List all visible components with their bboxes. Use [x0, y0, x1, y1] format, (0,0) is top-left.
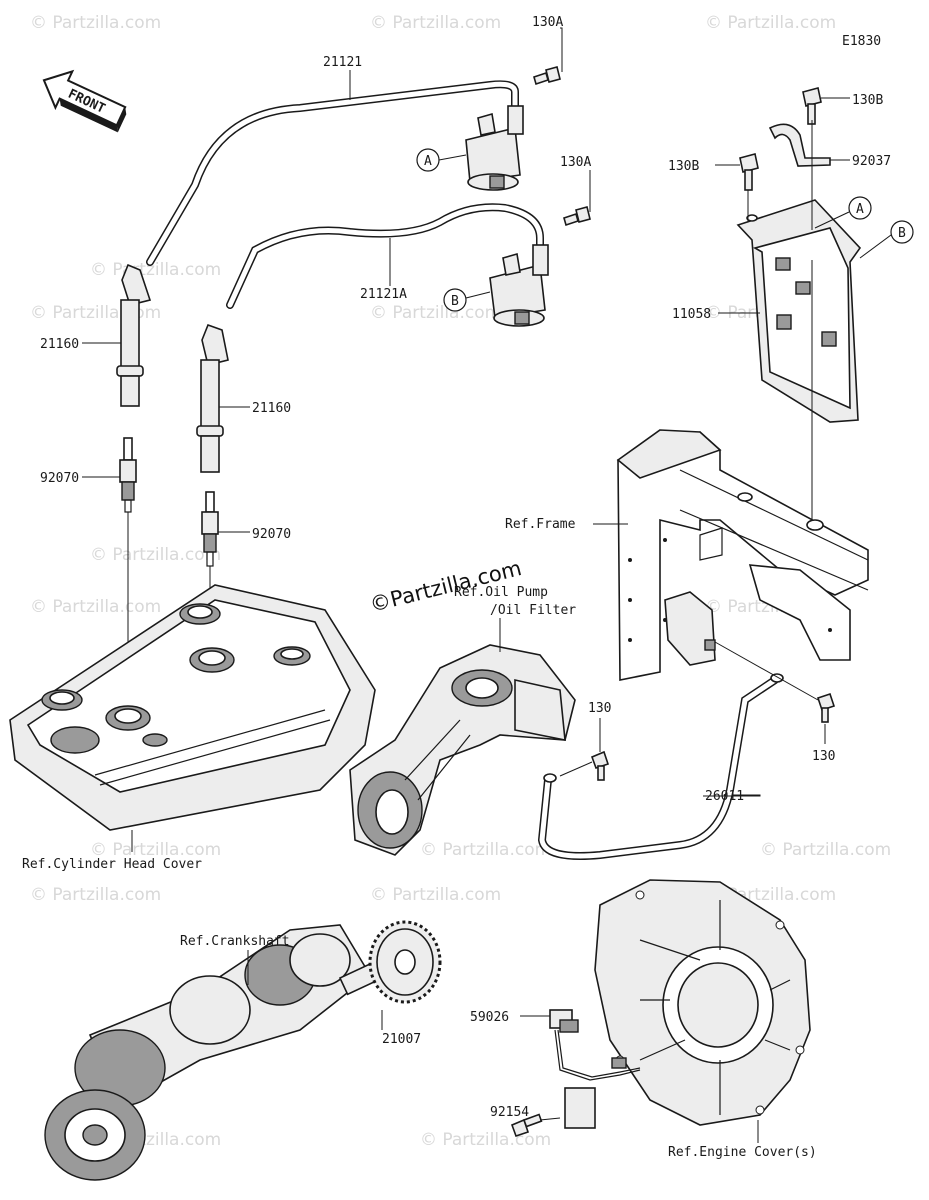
watermark: © Partzilla.com [30, 597, 161, 617]
bolt-130-mid [590, 750, 610, 781]
callout-ref-crankshaft: Ref.Crankshaft [180, 934, 290, 949]
callout-11058: 11058 [672, 307, 711, 322]
pickup-sensor-59026 [549, 1009, 641, 1129]
callout-ref-oil-pump-2: /Oil Filter [490, 603, 576, 618]
callout-ref-engine-cover: Ref.Engine Cover(s) [668, 1145, 817, 1160]
watermark: © Partzilla.com [90, 260, 221, 280]
frame-reference [616, 429, 869, 681]
wire-clamp-92037 [768, 123, 831, 167]
ignition-coil-a [465, 105, 524, 191]
watermark: © Partzilla.com [420, 1130, 551, 1150]
watermark: © Partzilla.com [370, 303, 501, 323]
callout-130-right: 130 [812, 749, 835, 764]
callout-21121a: 21121A [360, 287, 407, 302]
marker-coil-b [443, 288, 467, 312]
callout-21121: 21121 [323, 55, 362, 70]
watermark: © Partzilla.com [760, 840, 891, 860]
callout-ref-oil-pump-1: Ref.Oil Pump [454, 585, 548, 600]
spark-plug-92070-left [119, 437, 137, 513]
callout-ref-cylinder-head: Ref.Cylinder Head Cover [22, 857, 202, 872]
coil-bracket-11058 [736, 199, 862, 423]
callout-92037: 92037 [852, 154, 891, 169]
plug-cap-21160-right [196, 323, 229, 473]
spark-plug-92070-right [201, 491, 219, 567]
callout-21160-right: 21160 [252, 401, 291, 416]
crankshaft-reference [44, 924, 381, 1181]
oil-pump-reference [349, 644, 576, 856]
plug-cap-21160-left [116, 263, 152, 407]
timing-rotor-21007 [368, 920, 442, 1004]
watermark: © Partzilla.com [30, 303, 161, 323]
callout-21160-left: 21160 [40, 337, 79, 352]
callout-130b-left: 130B [668, 159, 699, 174]
engine-cover-reference [594, 879, 811, 1126]
watermark: © Partzilla.com [705, 13, 836, 33]
callout-ref-frame: Ref.Frame [505, 517, 576, 532]
bolt-130a-top [533, 66, 561, 86]
bolt-130a-mid [563, 206, 591, 227]
marker-coil-b-label: B [451, 294, 459, 309]
watermark: © Partzilla.com [30, 885, 161, 905]
callout-130-mid: 130 [588, 701, 611, 716]
watermark: © Partzilla.com [90, 545, 221, 565]
callout-92154: 92154 [490, 1105, 529, 1120]
watermark: © Partzilla.com [370, 13, 501, 33]
cylinder-head-cover [9, 584, 376, 831]
diagram-code: E1830 [842, 34, 881, 49]
ground-lead-26011 [537, 673, 784, 860]
watermark-layer: © Partzilla.com © Partzilla.com © Partzi… [30, 13, 891, 1150]
bolt-92154 [510, 1113, 543, 1138]
watermark: © Partzilla.com [30, 13, 161, 33]
marker-bracket-a [848, 196, 872, 220]
callout-92070-right: 92070 [252, 527, 291, 542]
bolt-130b-top [802, 87, 822, 125]
ht-wire-21121a [226, 203, 544, 309]
callout-130a-mid: 130A [560, 155, 591, 170]
ignition-coil-b [489, 244, 549, 327]
callout-130b-top: 130B [852, 93, 883, 108]
bolt-130b-left [739, 153, 759, 191]
marker-bracket-b-label: B [898, 226, 906, 241]
bolt-130-right [816, 692, 836, 723]
watermark: © Partzilla.com [420, 840, 551, 860]
marker-bracket-b [890, 220, 914, 244]
marker-coil-a-label: A [424, 154, 432, 169]
callout-21007: 21007 [382, 1032, 421, 1047]
marker-bracket-a-label: A [856, 202, 864, 217]
callout-130a-top: 130A [532, 15, 563, 30]
callout-92070-left: 92070 [40, 471, 79, 486]
watermark: © Partzilla.com [90, 840, 221, 860]
callout-59026: 59026 [470, 1010, 509, 1025]
ht-wire-21121 [146, 80, 519, 266]
watermark: © Partzilla.com [370, 885, 501, 905]
front-arrow-icon: FRONT [42, 69, 127, 133]
